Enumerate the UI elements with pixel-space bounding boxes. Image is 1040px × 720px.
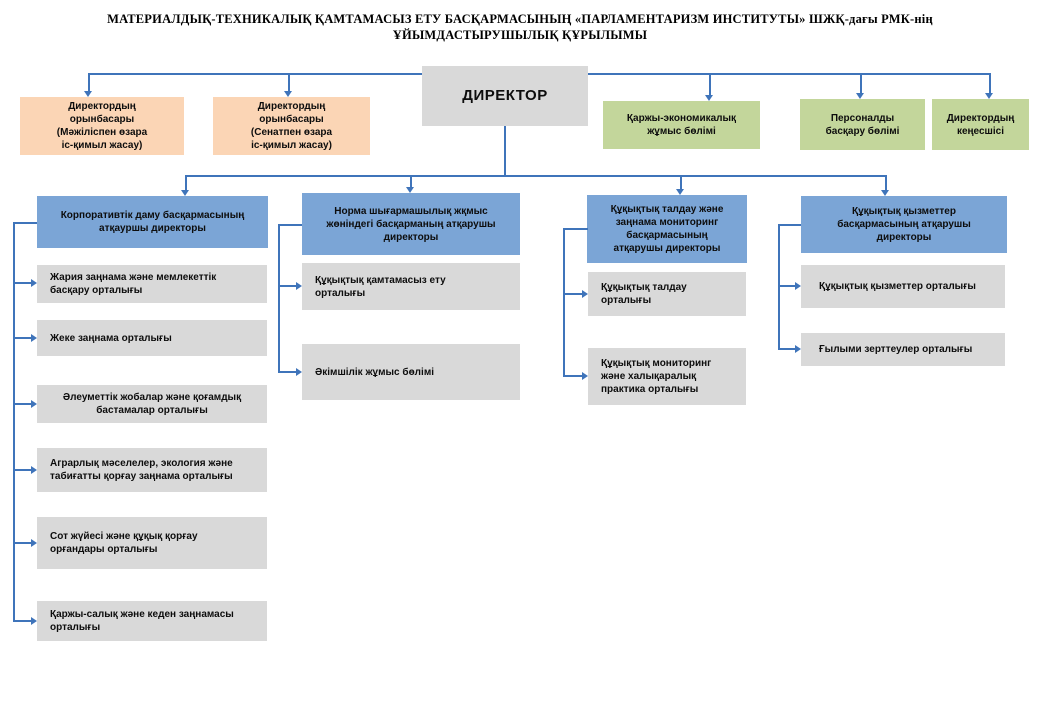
deputy-majilis-box: Директордың орынбасары (Мәжіліспен өзара… [20,97,184,155]
connector-line [278,371,296,373]
connector-line [278,224,302,226]
dept-hr-box: Персоналды басқару бөлімі [800,99,925,150]
dept-finance-economic-box: Қаржы-экономикалық жұмыс бөлімі [603,101,760,149]
page-title: МАТЕРИАЛДЫҚ-ТЕХНИКАЛЫҚ ҚАМТАМАСЫЗ ЕТУ БА… [0,12,1040,43]
connector-arrow [985,93,993,99]
connector-line [778,348,795,350]
connector-line [278,224,280,373]
connector-line [288,73,290,91]
page-title-line2: ҰЙЫМДАСТЫРУШЫЛЫҚ ҚҰРЫЛЫМЫ [392,27,648,42]
connector-line [13,222,37,224]
connector-arrow [406,187,414,193]
center-judicial-law-enforcement-box: Сот жүйесі және құқық қорғау орғандары о… [37,517,267,569]
connector-line [563,228,565,377]
center-private-legislation-box: Жеке заңнама орталығы [37,320,267,356]
connector-arrow [181,190,189,196]
deputy-senate-box: Директордың орынбасары (Сенатпен өзара і… [213,97,370,155]
connector-arrow [582,290,588,298]
connector-line [778,285,795,287]
connector-line [410,175,412,187]
page-title-line1: МАТЕРИАЛДЫҚ-ТЕХНИКАЛЫҚ ҚАМТАМАСЫЗ ЕТУ БА… [107,12,933,26]
center-agrarian-ecology-box: Аграрлық мәселелер, экология және табиға… [37,448,267,492]
connector-arrow [705,95,713,101]
connector-arrow [795,345,801,353]
connector-arrow [84,91,92,97]
division-norm-creation-box: Норма шығармашылық жқмыс жөніндегі басқа… [302,193,520,255]
connector-arrow [881,190,889,196]
center-scientific-research-box: Ғылыми зерттеулер орталығы [801,333,1005,366]
connector-line [504,126,506,175]
connector-arrow [31,334,37,342]
connector-arrow [296,368,302,376]
center-public-legislation-box: Жария заңнама және мемлекеттік басқару о… [37,265,267,303]
center-social-projects-box: Әлеуметтік жобалар және қоғамдық бастама… [37,385,267,423]
division-corporate-development-box: Корпоративтік даму басқармасының атқаурш… [37,196,268,248]
connector-arrow [795,282,801,290]
connector-line [778,224,780,350]
connector-line [563,375,582,377]
center-legal-monitoring-box: Құқықтық мониторинг және халықаралық пра… [588,348,746,405]
connector-line [13,620,31,622]
center-legal-analysis-box: Құқықтық талдау орталығы [588,272,746,316]
center-legal-services-box: Құқықтық қызметтер орталығы [801,265,1005,308]
connector-line [680,175,682,189]
connector-arrow [31,279,37,287]
division-legal-analysis-monitoring-box: Құқықтық талдау және заңнама мониторинг … [587,195,747,263]
connector-line [185,175,187,190]
dept-administrative-work-box: Әкімшілік жұмыс бөлімі [302,344,520,400]
connector-arrow [284,91,292,97]
connector-arrow [856,93,864,99]
connector-arrow [676,189,684,195]
connector-line [13,542,31,544]
connector-line [13,469,31,471]
division-legal-services-box: Құқықтық қызметтер басқармасының атқаруш… [801,196,1007,253]
connector-arrow [31,617,37,625]
director-advisor-box: Директордың кеңесшісі [932,99,1029,150]
connector-line [709,73,711,95]
connector-arrow [31,539,37,547]
connector-line [88,73,422,75]
connector-line [563,293,582,295]
connector-line [185,175,885,177]
connector-line [278,285,296,287]
director-box: ДИРЕКТОР [422,66,588,126]
connector-arrow [31,400,37,408]
connector-line [588,73,989,75]
connector-line [778,224,801,226]
connector-arrow [31,466,37,474]
connector-line [860,73,862,93]
center-legal-support-box: Құқықтық қамтамасыз ету орталығы [302,263,520,310]
connector-line [885,175,887,190]
center-finance-tax-customs-box: Қаржы-салық және кеден заңнамасы орталығ… [37,601,267,641]
connector-arrow [296,282,302,290]
connector-arrow [582,372,588,380]
connector-line [989,73,991,93]
connector-line [13,403,31,405]
connector-line [563,228,588,230]
connector-line [13,222,15,622]
connector-line [88,73,90,91]
connector-line [13,337,31,339]
connector-line [13,282,31,284]
